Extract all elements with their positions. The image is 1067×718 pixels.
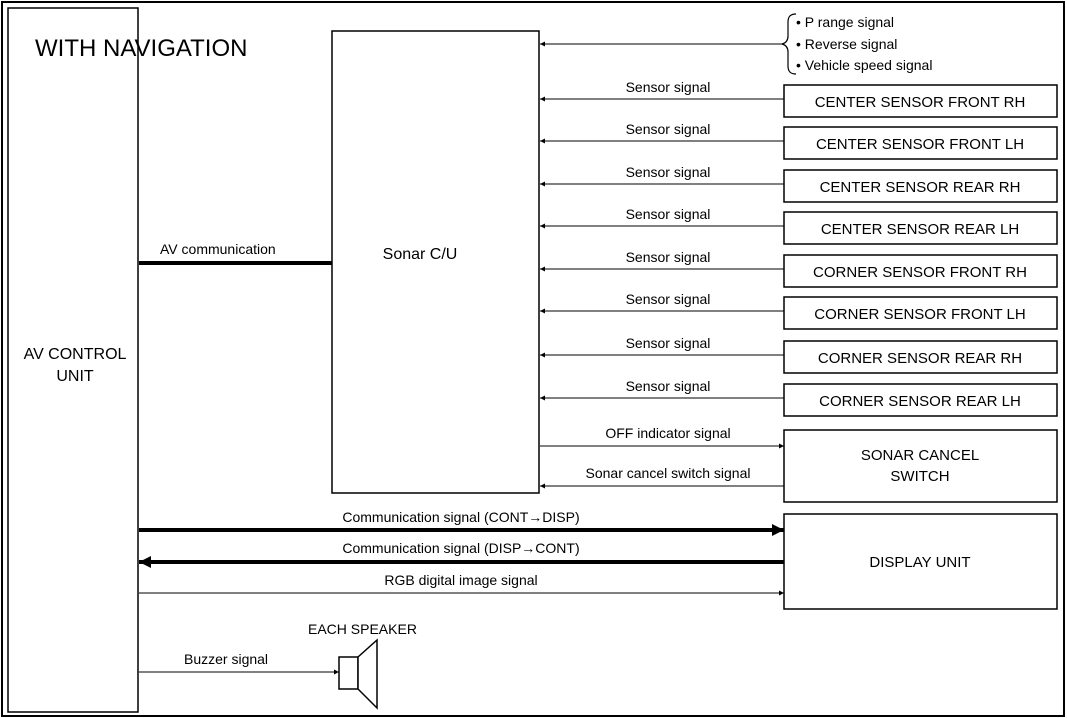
sensor-box: [783, 169, 1058, 203]
speaker-icon: [338, 638, 378, 710]
av-control-unit-label-1: AV CONTROL: [24, 346, 127, 363]
av-control-unit-label-2: UNIT: [56, 368, 94, 385]
sensor-name: CENTER SENSOR FRONT LH: [816, 136, 1024, 153]
buzzer-signal-label: Buzzer signal: [184, 651, 268, 667]
sensor-row-4: CENTER SENSOR REAR LH Sensor signal: [540, 206, 1058, 245]
rgb-image-label: RGB digital image signal: [384, 572, 537, 588]
display-unit-box: [783, 513, 1058, 610]
av-control-unit-box: [7, 7, 139, 713]
sensor-signal-label: Sensor signal: [626, 164, 711, 180]
sensor-box: [783, 340, 1058, 374]
av-communication-label: AV communication: [160, 241, 276, 257]
sensor-name: CORNER SENSOR REAR RH: [818, 350, 1022, 367]
sonar-cancel-signal-label: Sonar cancel switch signal: [586, 465, 751, 481]
sensor-name: CENTER SENSOR REAR RH: [820, 179, 1021, 196]
sensor-signal-label: Sensor signal: [626, 121, 711, 137]
top-input-p-range: • P range signal: [796, 14, 894, 30]
sensor-row-7: CORNER SENSOR REAR RH Sensor signal: [540, 335, 1058, 374]
top-inputs-brace: [781, 13, 797, 75]
sensor-box: [783, 211, 1058, 245]
sensor-row-5: CORNER SENSOR FRONT RH Sensor signal: [540, 249, 1058, 288]
sensor-signal-label: Sensor signal: [626, 249, 711, 265]
top-input-vehicle-speed: • Vehicle speed signal: [796, 57, 932, 73]
sonar-cancel-label-1: SONAR CANCEL: [861, 447, 979, 464]
sonar-cancel-label-2: SWITCH: [890, 468, 949, 485]
sensor-row-8: CORNER SENSOR REAR LH Sensor signal: [540, 378, 1058, 417]
sensor-signal-label: Sensor signal: [626, 291, 711, 307]
speaker-label: EACH SPEAKER: [308, 621, 417, 637]
sensor-signal-label: Sensor signal: [626, 206, 711, 222]
sensor-box: [783, 126, 1058, 160]
sonar-cancel-switch-box: [783, 429, 1058, 503]
sensor-name: CORNER SENSOR REAR LH: [819, 393, 1021, 410]
display-unit-label: DISPLAY UNIT: [869, 554, 970, 571]
comm-disp-to-cont-label: Communication signal (DISP→CONT): [342, 540, 579, 556]
sensor-box: [783, 84, 1058, 118]
sensor-signal-label: Sensor signal: [626, 335, 711, 351]
diagram-title: WITH NAVIGATION: [35, 35, 247, 62]
sensor-name: CENTER SENSOR FRONT RH: [815, 94, 1026, 111]
sensor-row-2: CENTER SENSOR FRONT LH Sensor signal: [540, 121, 1058, 160]
comm-cont-to-disp-label: Communication signal (CONT→DISP): [342, 509, 579, 525]
sonar-cu-label: Sonar C/U: [383, 246, 458, 263]
sensor-name: CORNER SENSOR FRONT RH: [813, 264, 1027, 281]
sensor-row-3: CENTER SENSOR REAR RH Sensor signal: [540, 164, 1058, 203]
sonar-cu-box: [331, 30, 540, 494]
top-input-reverse: • Reverse signal: [796, 36, 897, 52]
sensor-signal-label: Sensor signal: [626, 378, 711, 394]
sensor-name: CORNER SENSOR FRONT LH: [814, 306, 1025, 323]
sensor-signal-label: Sensor signal: [626, 79, 711, 95]
sensor-box: [783, 383, 1058, 417]
sensor-name: CENTER SENSOR REAR LH: [821, 221, 1019, 238]
off-indicator-label: OFF indicator signal: [605, 425, 730, 441]
sensor-row-1: CENTER SENSOR FRONT RH Sensor signal: [540, 79, 1058, 118]
sensor-box: [783, 296, 1058, 330]
sensor-box: [783, 254, 1058, 288]
sensor-row-6: CORNER SENSOR FRONT LH Sensor signal: [540, 291, 1058, 330]
